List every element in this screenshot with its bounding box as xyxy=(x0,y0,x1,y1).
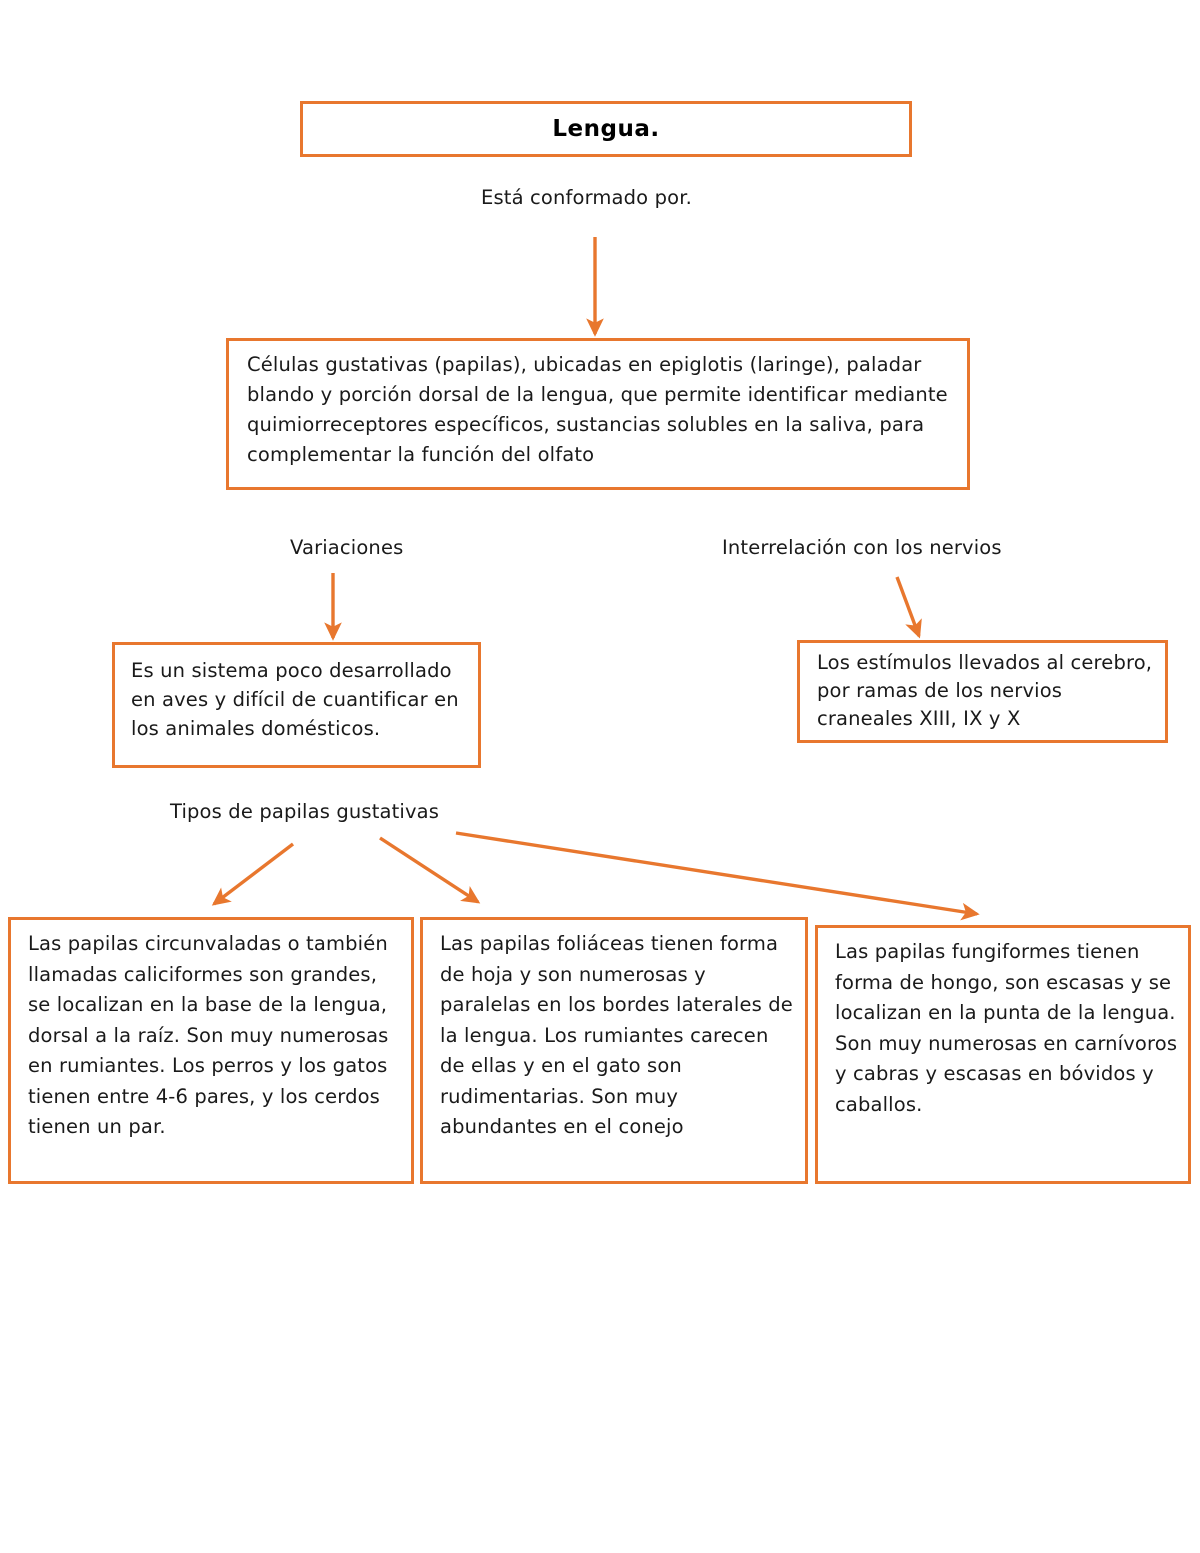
arrow-tipos-to-foliaceas xyxy=(379,836,481,904)
nerves-box[interactable]: Los estímulos llevados al cerebro, por r… xyxy=(797,640,1168,743)
title-box[interactable]: Lengua. xyxy=(300,101,912,157)
papillae-text-circunvaladas: Las papilas circunvaladas o también llam… xyxy=(28,932,389,1138)
papillae-text-foliaceas: Las papilas foliáceas tienen forma de ho… xyxy=(440,932,793,1138)
label-esta-conformado-por: Está conformado por. xyxy=(481,186,692,209)
title-box-label: Lengua. xyxy=(552,116,660,142)
label-tipos-de-papilas-gustativas: Tipos de papilas gustativas xyxy=(170,800,440,823)
variations-text: Es un sistema poco desarrollado en aves … xyxy=(131,659,459,740)
arrow-tipos-to-fungiformes xyxy=(455,831,980,921)
papillae-text-fungiformes: Las papilas fungiformes tienen forma de … xyxy=(835,940,1178,1116)
main-description-text: Células gustativas (papilas), ubicadas e… xyxy=(247,353,948,466)
label-variaciones: Variaciones xyxy=(290,536,404,559)
papillae-box-foliaceas[interactable]: Las papilas foliáceas tienen forma de ho… xyxy=(420,917,808,1184)
arrow-nerves-label-to-box xyxy=(895,576,922,639)
arrow-tipos-to-circunvaladas xyxy=(211,842,295,906)
papillae-box-circunvaladas[interactable]: Las papilas circunvaladas o también llam… xyxy=(8,917,414,1184)
label-interrelacion-con-los-nervios: Interrelación con los nervios xyxy=(722,536,1002,559)
variations-box[interactable]: Es un sistema poco desarrollado en aves … xyxy=(112,642,481,768)
papillae-box-fungiformes[interactable]: Las papilas fungiformes tienen forma de … xyxy=(815,925,1191,1184)
main-description-box[interactable]: Células gustativas (papilas), ubicadas e… xyxy=(226,338,970,490)
nerves-text: Los estímulos llevados al cerebro, por r… xyxy=(817,651,1153,730)
